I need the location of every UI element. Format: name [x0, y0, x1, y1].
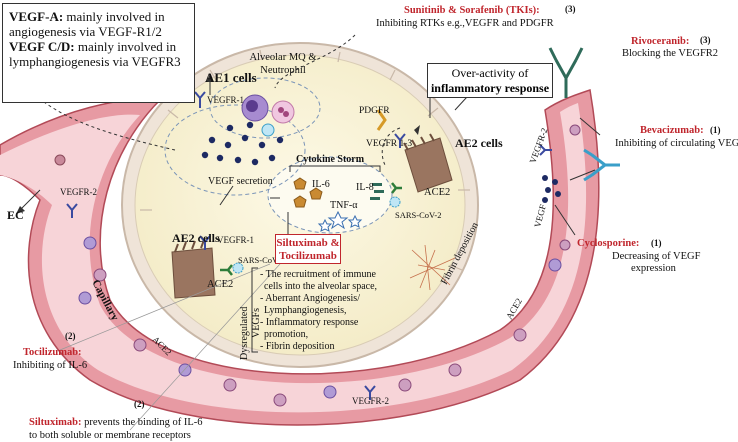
vegf-legend-box: VEGF-A: mainly involved in angiogenesis … [2, 3, 195, 103]
capillary-vessel-outer [0, 89, 600, 426]
ec-label: EC [7, 208, 24, 222]
il8-label: IL-8 [356, 182, 374, 193]
dysregulated-bracket [251, 267, 258, 353]
bevacizumab-antibody-icon [583, 148, 620, 182]
siltuximab-ref: (2) [134, 399, 145, 409]
over-activity-line-1: Over-activity of [451, 66, 529, 80]
ae2-cell-left [171, 239, 216, 299]
siltuximab-tocilizumab-box: Siltuximab & Tocilizumab [275, 234, 341, 264]
vegfr2-bottom-label: VEGFR-2 [352, 396, 389, 406]
vegfr1-left-label: VEGFR-1 [217, 235, 254, 245]
blood-cells [54, 124, 581, 407]
vegf-right-label: VEGF [532, 203, 548, 228]
vegfa-text: mainly involved in angiogenesis via VEGF… [9, 9, 165, 39]
over-activity-line-2: inflammatory response [430, 81, 550, 95]
cyclosporine-name: Cyclosporine: [577, 238, 639, 249]
vegf-secretion-cloud [164, 104, 306, 196]
sars-right-label: SARS-CoV-2 [395, 210, 441, 220]
cytokine-storm-label: Cytokine Storm [296, 154, 365, 165]
vegfr2-left-label: VEGFR-2 [60, 187, 97, 197]
siltuximab-desc-2: to both soluble or membrane receptors [29, 430, 191, 441]
arrow-heads [16, 74, 420, 214]
effect-line: promotion, [264, 329, 308, 340]
effect-line: cells into the alveolar space, [264, 281, 377, 292]
tocilizumab-ref: (2) [65, 331, 76, 341]
sars-cov-2-virion-right [389, 196, 401, 208]
vegf-dots-vessel [542, 175, 561, 203]
sars-left-label: SARS-CoV-2 [238, 255, 284, 265]
dysregulated-label-2: VEGFs [251, 308, 262, 338]
sars-cov-2-virion-top [261, 123, 275, 137]
siltuximab-line-1: Siltuximab: prevents the binding of IL-6 [29, 417, 203, 428]
immune-cell-cloud [209, 77, 321, 139]
cytokine-storm-bracket [289, 165, 381, 172]
effect-line: - Inflammatory response [260, 317, 359, 328]
cytokine-storm-cloud [267, 156, 393, 234]
ace2-right-label: ACE2 [424, 187, 450, 198]
vegfcd-title: VEGF C/D: [9, 39, 75, 54]
pdgfr-receptor [376, 109, 387, 131]
il6-label: IL-6 [312, 179, 330, 190]
sunitinib-name: Sunitinib & Sorafenib (TKIs): [404, 5, 540, 16]
tnfa-stars [317, 210, 363, 232]
il8-bars [370, 183, 384, 200]
bevacizumab-desc: Inhibiting of circulating VEGF [615, 138, 738, 149]
alveolar-mq-label: Alveolar MQ & [249, 52, 316, 63]
neutrophil-label: Neutrophil [260, 65, 306, 76]
vegfcd-text: mainly involved in lymphangiogenesis via… [9, 39, 181, 69]
ae1-cells-label: AE1 cells [205, 70, 257, 85]
capillary-vessel-lumen [0, 103, 587, 413]
tnfa-label: TNF-α [330, 200, 358, 211]
cyclosporine-desc-1: Decreasing of VEGF [612, 251, 701, 262]
vegf-dots-alveolus [201, 121, 284, 166]
dysregulated-label-1: Dysregulated [239, 307, 250, 360]
siltuximab-name: Siltuximab: [29, 417, 82, 428]
bevacizumab-name: Bevacizumab: [640, 125, 704, 136]
effect-line: - Aberrant Angiogenesis/ [260, 293, 360, 304]
vegfr-receptor-glyphs [66, 91, 552, 400]
ae2-right-label: AE2 cells [455, 136, 503, 150]
ae2-cell-right [403, 133, 453, 193]
rivoceranib-name: Rivoceranib: [631, 36, 689, 47]
vegfr2-right-label: VEGFR-2 [527, 126, 549, 164]
silt-box-line-1: Siltuximab & [276, 237, 340, 249]
tocilizumab-desc: Inhibiting of IL-6 [13, 360, 87, 371]
vegf-secretion-label: VEGF secretion [208, 176, 273, 187]
thin-callout-lines [59, 263, 281, 431]
siltuximab-desc-1: prevents the binding of IL-6 [82, 417, 203, 428]
effect-line: - The recruitment of immune [260, 269, 376, 280]
ace2-left-label: ACE2 [207, 279, 233, 290]
macrophage-cell [241, 94, 269, 122]
il6-pentagons [293, 177, 323, 208]
rivoceranib-antibody-icon [548, 47, 584, 98]
cyclosporine-ref: (1) [651, 238, 662, 248]
vegfr13-label: VEGFR 1-3 [366, 139, 412, 149]
ace2-receptor-right [391, 182, 402, 194]
vegfa-title: VEGF-A: [9, 9, 64, 24]
rivoceranib-ref: (3) [700, 35, 711, 45]
effect-line: - Fibrin deposition [260, 341, 334, 352]
tocilizumab-name: Tocilizumab: [23, 347, 82, 358]
silt-box-line-2: Tocilizumab [279, 250, 337, 262]
sars-cov-2-virion-left [232, 262, 244, 274]
effect-line: Lymphangiogenesis, [264, 305, 347, 316]
sunitinib-desc: Inhibiting RTKs e.g.,VEGFR and PDGFR [376, 18, 554, 29]
vegfr1-top-label: VEGFR-1 [207, 95, 244, 105]
effects-list: - The recruitment of immune cells into t… [260, 269, 377, 352]
pdgfr-label: PDGFR [359, 106, 390, 116]
cyclosporine-desc-2: expression [631, 263, 677, 274]
ace2-receptor-left [220, 264, 233, 276]
rivoceranib-desc: Blocking the VEGFR2 [622, 48, 718, 59]
ae2-left-label: AE2 cells [172, 231, 220, 245]
bevacizumab-ref: (1) [710, 125, 721, 135]
sunitinib-ref: (3) [565, 4, 576, 14]
fibrin-strands [409, 244, 456, 291]
neutrophil-cell [271, 100, 295, 124]
over-activity-box: Over-activity of inflammatory response [427, 63, 553, 98]
